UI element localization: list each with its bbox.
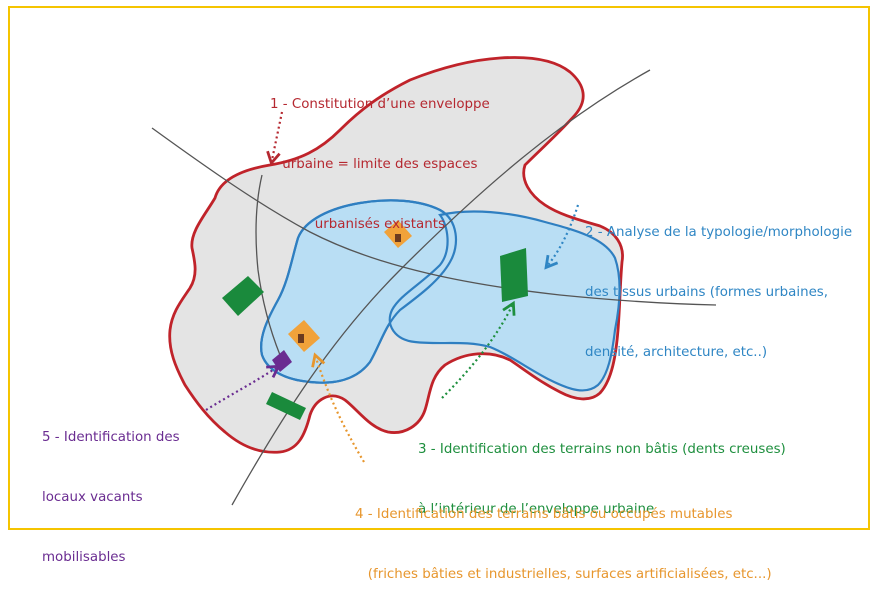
label-5-line-1: 5 - Identification des: [42, 430, 180, 445]
label-1-line-3: urbanisés existants: [314, 217, 445, 232]
label-1-line-1: 1 - Constitution d’une enveloppe: [270, 97, 490, 112]
label-mutable-land: 4 - Identification des terrains bâtis ou…: [355, 465, 772, 605]
label-3-line-1: 3 - Identification des terrains non bâti…: [418, 442, 786, 457]
label-envelope: 1 - Constitution d’une enveloppe urbaine…: [270, 55, 490, 255]
arrow-1: [266, 111, 284, 166]
urban-envelope-diagram: [151, 56, 717, 506]
orange-parcel-south: [288, 320, 320, 352]
label-typology: 2 - Analyse de la typologie/morphologie …: [585, 183, 852, 383]
label-2-line-1: 2 - Analyse de la typologie/morphologie: [585, 225, 853, 240]
road-west-curve: [255, 174, 281, 356]
label-5-line-2: locaux vacants: [42, 490, 143, 505]
label-vacant-premises: 5 - Identification des locaux vacants mo…: [42, 388, 180, 588]
diagram-frame: [8, 6, 870, 530]
label-1-line-2: urbaine = limite des espaces: [282, 157, 478, 172]
label-3-line-2: à l’intérieur de l’enveloppe urbaine: [418, 502, 655, 517]
road-west-east: [151, 127, 717, 306]
green-parcel-east: [500, 248, 528, 302]
road-diagonal: [231, 69, 651, 506]
label-2-line-2: des tissus urbains (formes urbaines,: [585, 285, 829, 300]
urban-tissue-overlap-outline: [260, 199, 457, 384]
label-2-line-3: densité, architecture, etc..): [585, 345, 768, 360]
label-4-line-1: 4 - Identification des terrains bâtis ou…: [355, 507, 733, 522]
label-5-line-3: mobilisables: [42, 550, 126, 565]
green-parcel-south: [266, 392, 306, 420]
label-4-line-2: (friches bâties et industrielles, surfac…: [355, 567, 772, 582]
arrow-5: [205, 364, 281, 411]
green-parcel-west: [222, 276, 264, 316]
label-vacant-land: 3 - Identification des terrains non bâti…: [418, 400, 786, 540]
arrow-4: [311, 352, 365, 463]
orange-parcel-north: [384, 220, 412, 248]
arrow-2: [544, 204, 580, 270]
